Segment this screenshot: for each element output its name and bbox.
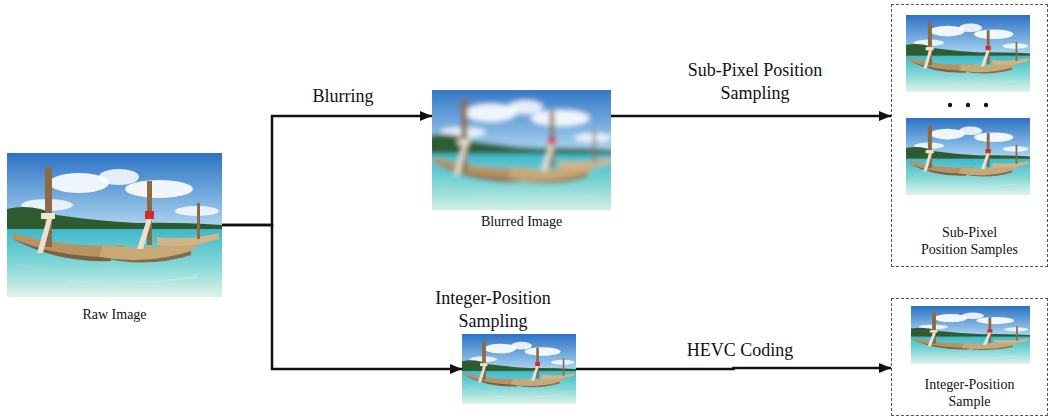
image-panel — [462, 334, 576, 404]
raw-photo — [7, 153, 222, 297]
image-caption: Raw Image — [82, 306, 146, 323]
blurred-photo — [428, 86, 615, 214]
image-panel: Raw Image — [7, 153, 222, 323]
flow-arrow — [576, 368, 891, 369]
small-photo — [462, 334, 576, 404]
sample-photo — [911, 306, 1030, 364]
edge-label: Sub-Pixel Position Sampling — [686, 59, 824, 105]
ellipsis-dots — [948, 103, 988, 107]
flow-arrow — [611, 115, 891, 118]
image-caption: Blurred Image — [481, 213, 562, 230]
sample-photo — [906, 118, 1030, 195]
sample-photo — [906, 15, 1030, 92]
group-caption: Integer-Position Sample — [918, 376, 1022, 410]
edge-label: HEVC Coding — [671, 339, 809, 362]
output-group: Integer-Position Sample — [891, 298, 1048, 416]
output-group: Sub-Pixel Position Samples — [891, 4, 1048, 267]
group-caption: Sub-Pixel Position Samples — [918, 224, 1022, 258]
edge-label: Blurring — [274, 85, 412, 108]
edge-label: Integer-Position Sampling — [424, 287, 562, 333]
flow-arrow — [222, 116, 432, 225]
image-panel: Blurred Image — [432, 90, 611, 230]
